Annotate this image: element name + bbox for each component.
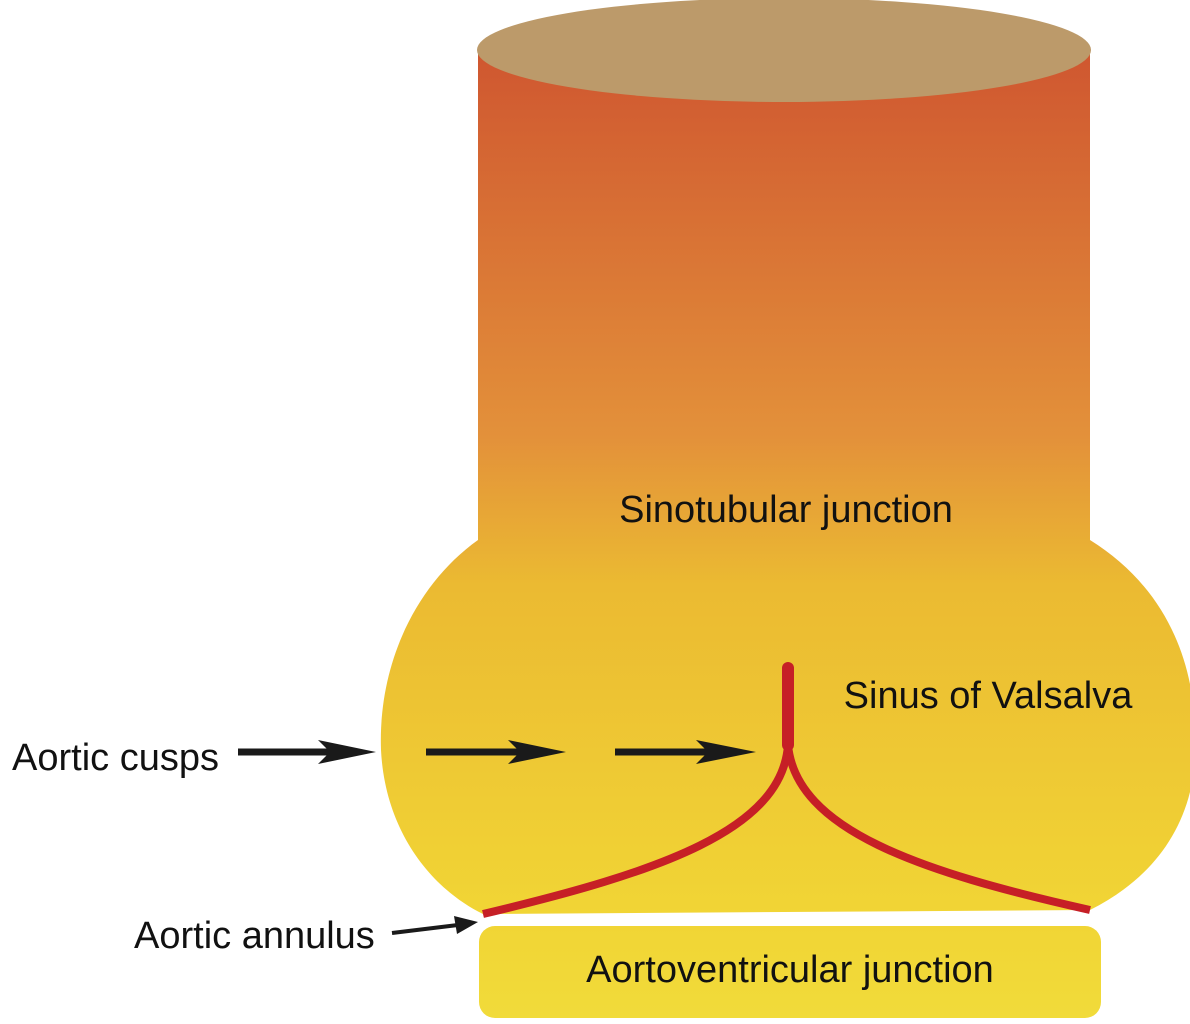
cusp-right-line [784,744,1091,914]
aortic-cusps-arrow-1 [238,740,376,764]
aortic-annulus-arrow [391,916,478,935]
label-aortoventricular-junction: Aortoventricular junction [586,949,994,991]
aorta-top-cap [477,0,1091,102]
aortic-cusps-arrow-2 [426,740,566,764]
label-aortic-annulus: Aortic annulus [134,915,375,957]
label-aortic-cusps: Aortic cusps [12,737,219,779]
cusp-left-line [482,744,792,918]
label-sinotubular-junction: Sinotubular junction [619,489,953,531]
aortic-root-body [380,48,1190,914]
aortoventricular-base [479,926,1101,1018]
aortic-cusps-arrow-3 [615,740,756,764]
label-sinus-of-valsalva: Sinus of Valsalva [844,675,1134,717]
